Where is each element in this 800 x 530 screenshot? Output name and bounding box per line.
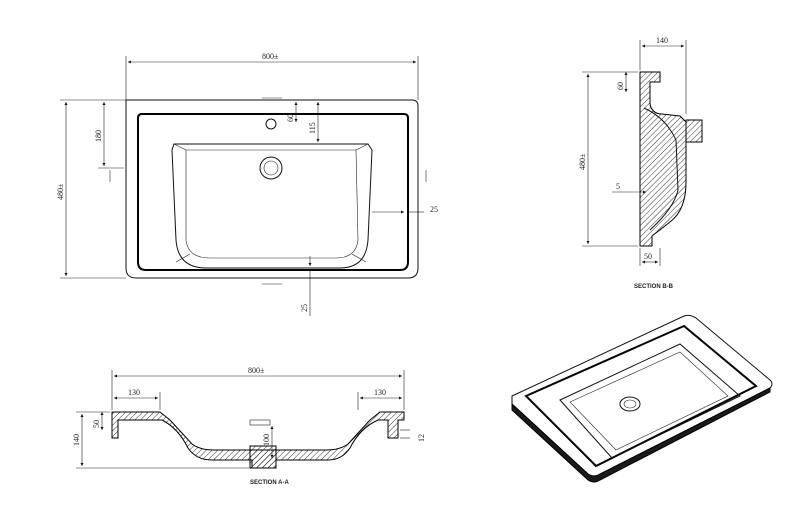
iso-side-face	[511, 387, 771, 483]
top-width-label: 800±	[262, 52, 279, 61]
aa-dim-130-left-label: 130	[128, 388, 140, 397]
aa-caption: SECTION A-A	[250, 480, 289, 486]
aa-width-label: 800±	[248, 366, 265, 375]
bb-caption: SECTION B-B	[634, 284, 674, 290]
aa-dim-12-label: 12	[417, 434, 426, 442]
section-aa-view: 800± 130 130 50 140 100 12 SECTION A-A	[72, 366, 426, 486]
dim-25-bottom-label: 25	[300, 304, 309, 312]
section-bb-profile	[639, 71, 687, 247]
section-bb-view: 140 60 480± 5 50 SECTION B-B	[578, 36, 703, 290]
top-height-label: 480±	[56, 183, 65, 200]
bb-dim-50-label: 50	[644, 252, 652, 261]
bb-dim-480-label: 480±	[578, 153, 587, 170]
basin-rim	[137, 113, 409, 271]
aa-dim-50-label: 50	[92, 420, 101, 428]
aa-dim-100-label: 100	[262, 434, 271, 446]
iso-drain-icon	[619, 396, 641, 412]
isometric-view	[511, 314, 773, 483]
drain-icon	[259, 156, 283, 180]
top-view: 800± 480± 180 60 115 25 25	[56, 52, 438, 316]
overflow-slot	[249, 419, 271, 426]
dim-60-label: 60	[286, 114, 295, 122]
aa-dim-140-label: 140	[72, 434, 81, 446]
drain-body	[249, 445, 277, 469]
iso-bowl	[559, 343, 741, 459]
iso-rim	[524, 324, 758, 468]
bb-dim-5-label: 5	[616, 182, 620, 191]
basin-outline	[125, 99, 419, 279]
dim-25-right-label: 25	[430, 205, 438, 214]
bb-dim-60-label: 60	[616, 82, 625, 90]
tap-hole-icon	[265, 118, 277, 130]
bowl-outline	[171, 143, 373, 269]
iso-top-surface	[511, 314, 773, 477]
dim-115-label: 115	[308, 122, 317, 134]
bb-dim-140-label: 140	[656, 36, 668, 45]
section-aa-profile	[111, 411, 405, 469]
overflow-pipe	[685, 119, 703, 143]
aa-dim-130-right-label: 130	[374, 388, 386, 397]
dim-180-label: 180	[94, 130, 103, 142]
